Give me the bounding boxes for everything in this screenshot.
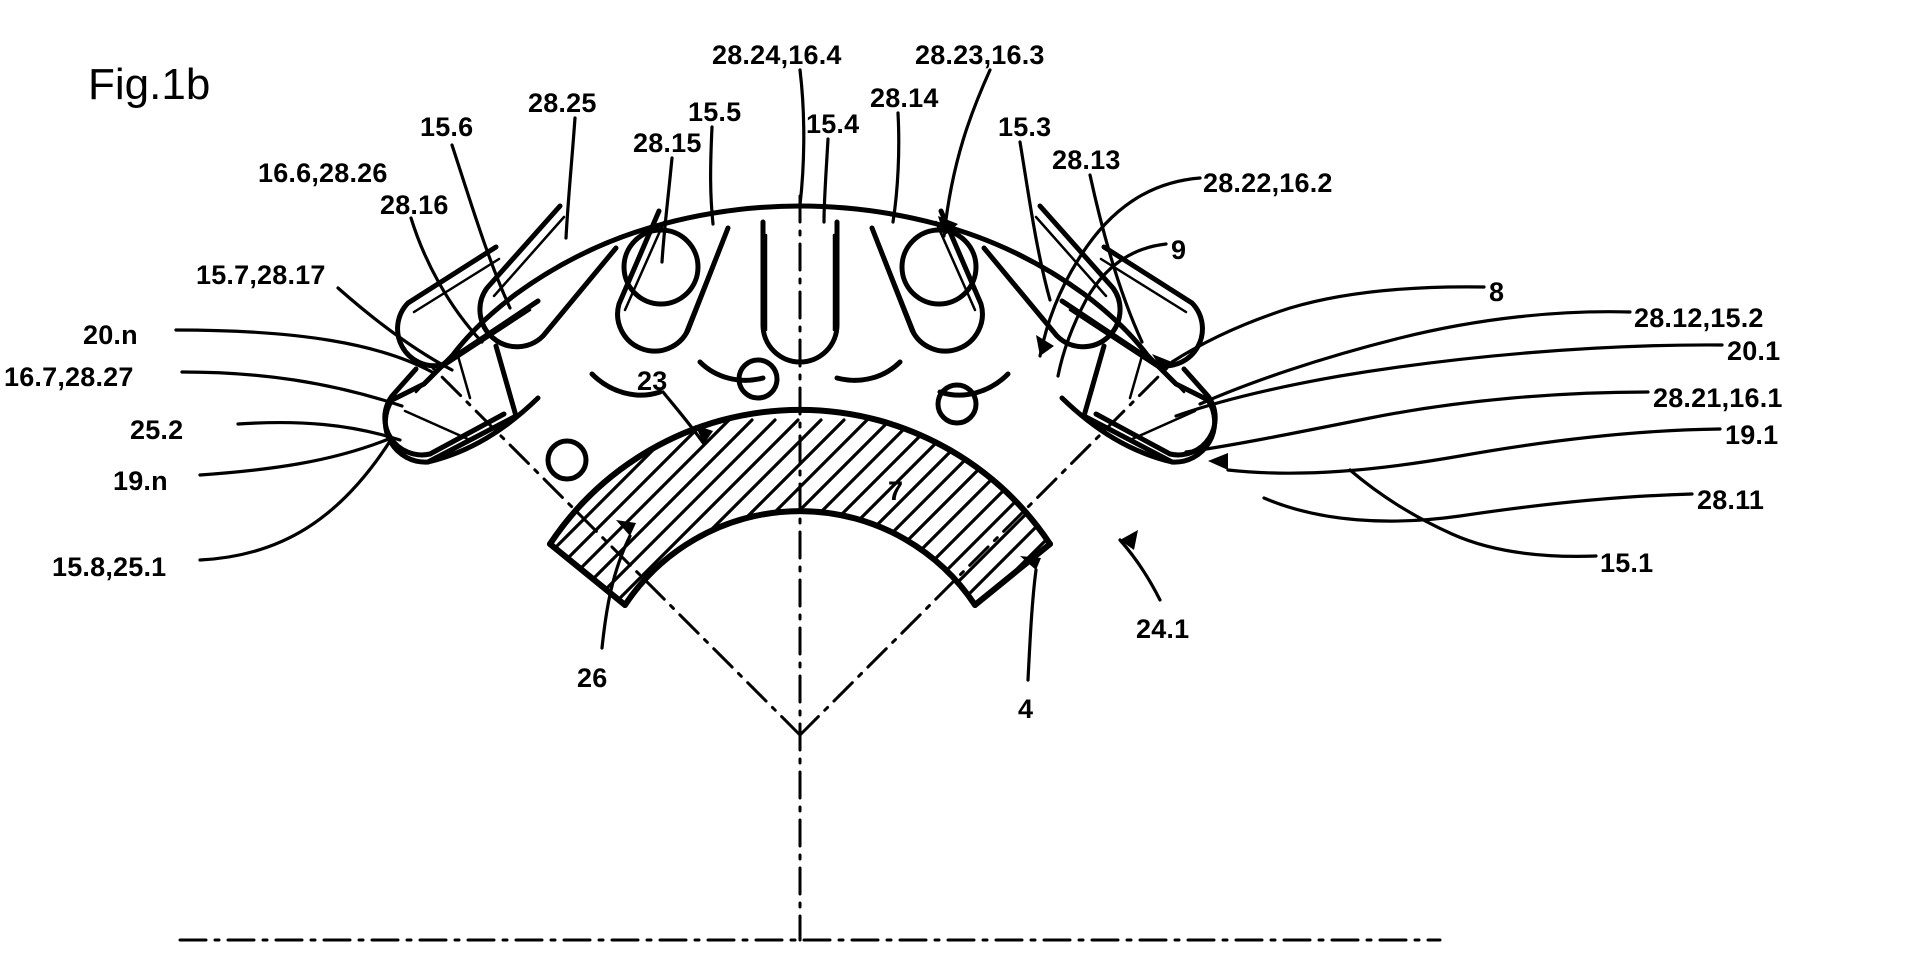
- reference-numeral-28-25: 28.25: [528, 88, 597, 118]
- leader-15-8: [198, 436, 394, 562]
- reference-numeral-28-12-15-2: 28.12,15.2: [1634, 303, 1764, 333]
- leader-20-n: [174, 328, 434, 374]
- arrow-8: [1152, 354, 1172, 372]
- reference-numeral-9: 9: [1171, 235, 1187, 265]
- leader-25-2: [236, 420, 402, 442]
- reference-numeral-15-3: 15.3: [998, 112, 1052, 142]
- reference-numeral-19-n: 19.n: [113, 466, 168, 496]
- leader-28-25: [564, 116, 577, 240]
- leader-4: [1026, 568, 1038, 682]
- leader-16-7: [180, 370, 404, 408]
- reference-numeral-28-11: 28.11: [1697, 485, 1765, 515]
- reference-numeral-15-6: 15.6: [420, 112, 474, 142]
- reference-numeral-15-4: 15.4: [806, 109, 860, 139]
- leader-8: [1170, 285, 1486, 364]
- reference-numeral-20-1: 20.1: [1727, 336, 1781, 366]
- reference-numeral-16-7-28-27: 16.7,28.27: [4, 362, 134, 392]
- leader-16-6: [450, 143, 512, 310]
- leader-28-15: [660, 156, 674, 264]
- slot-15-5: [615, 208, 731, 354]
- reference-numeral-15-8-25-1: 15.8,25.1: [52, 552, 167, 582]
- leader-28-21: [1184, 390, 1650, 454]
- leader-15-4: [822, 137, 830, 224]
- leader-lines: [174, 68, 1724, 682]
- arrow-28-23: [938, 216, 958, 236]
- leader-28-11: [1262, 492, 1694, 523]
- leader-28-23: [942, 68, 992, 238]
- leader-15-5: [709, 125, 715, 226]
- reference-numeral-28-22-16-2: 28.22,16.2: [1203, 168, 1333, 198]
- reference-numeral-26: 26: [577, 663, 608, 693]
- reference-numeral-7: 7: [888, 476, 904, 506]
- reference-numeral-4: 4: [1018, 694, 1034, 724]
- arrow-24-1: [1120, 530, 1138, 550]
- leader-20-1: [1174, 343, 1724, 418]
- leader-9: [1056, 242, 1168, 378]
- reference-numeral-19-1: 19.1: [1725, 420, 1779, 450]
- leader-15-3: [1018, 140, 1052, 302]
- leader-28-16: [409, 216, 484, 344]
- slot-15-7: [395, 244, 541, 371]
- leader-15-1: [1348, 468, 1598, 558]
- reference-numeral-8: 8: [1489, 277, 1505, 307]
- reference-numeral-23: 23: [637, 366, 668, 396]
- leader-28-15-top: [891, 111, 901, 224]
- bore-contour: [425, 359, 1175, 465]
- reference-numeral-28-23-16-3: 28.23,16.3: [915, 40, 1045, 70]
- figure-title: Fig.1b: [88, 60, 211, 109]
- reference-numeral-24-1: 24.1: [1136, 614, 1190, 644]
- centre-lines: [178, 194, 1442, 942]
- leader-15-7: [336, 286, 454, 372]
- reference-numeral-20-n: 20.n: [83, 320, 138, 350]
- leader-28-13: [1088, 173, 1144, 344]
- leader-23: [661, 390, 706, 446]
- reference-numeral-28-21-16-1: 28.21,16.1: [1653, 383, 1783, 413]
- left-sector-line: [430, 365, 802, 737]
- leader-28-22: [1038, 176, 1202, 358]
- leader-28-12: [1198, 310, 1632, 406]
- arrow-23: [695, 425, 713, 444]
- reference-numeral-28-14: 28.14: [870, 83, 939, 113]
- leader-24-1: [1118, 538, 1162, 602]
- reference-numeral-25-2: 25.2: [130, 415, 184, 445]
- leader-19-n: [198, 438, 388, 477]
- arrow-26: [616, 520, 636, 536]
- right-sector-line: [798, 365, 1170, 737]
- leader-19-1: [1226, 427, 1722, 475]
- reference-numeral-28-15: 28.15: [633, 128, 702, 158]
- slot-15-6: [477, 203, 619, 350]
- reference-numeral-15-7-28-17: 15.7,28.17: [196, 260, 326, 290]
- leader-26: [600, 534, 632, 650]
- reference-numeral-16-6-28-26: 16.6,28.26: [258, 158, 388, 188]
- reference-numeral-28-16: 28.16: [380, 190, 449, 220]
- reference-numeral-15-5: 15.5: [688, 97, 742, 127]
- vent-holes: [545, 357, 979, 482]
- leader-28-24: [798, 68, 806, 207]
- reference-numeral-28-13: 28.13: [1052, 145, 1121, 175]
- arrow-28-22: [1036, 335, 1054, 356]
- reference-numeral-28-24-16-4: 28.24,16.4: [712, 40, 842, 70]
- slot-15-3: [869, 208, 985, 354]
- arrow-4: [1020, 556, 1041, 570]
- arrow-heads: [616, 216, 1228, 570]
- reference-numeral-15-1: 15.1: [1600, 548, 1654, 578]
- arrow-19-1: [1208, 453, 1228, 470]
